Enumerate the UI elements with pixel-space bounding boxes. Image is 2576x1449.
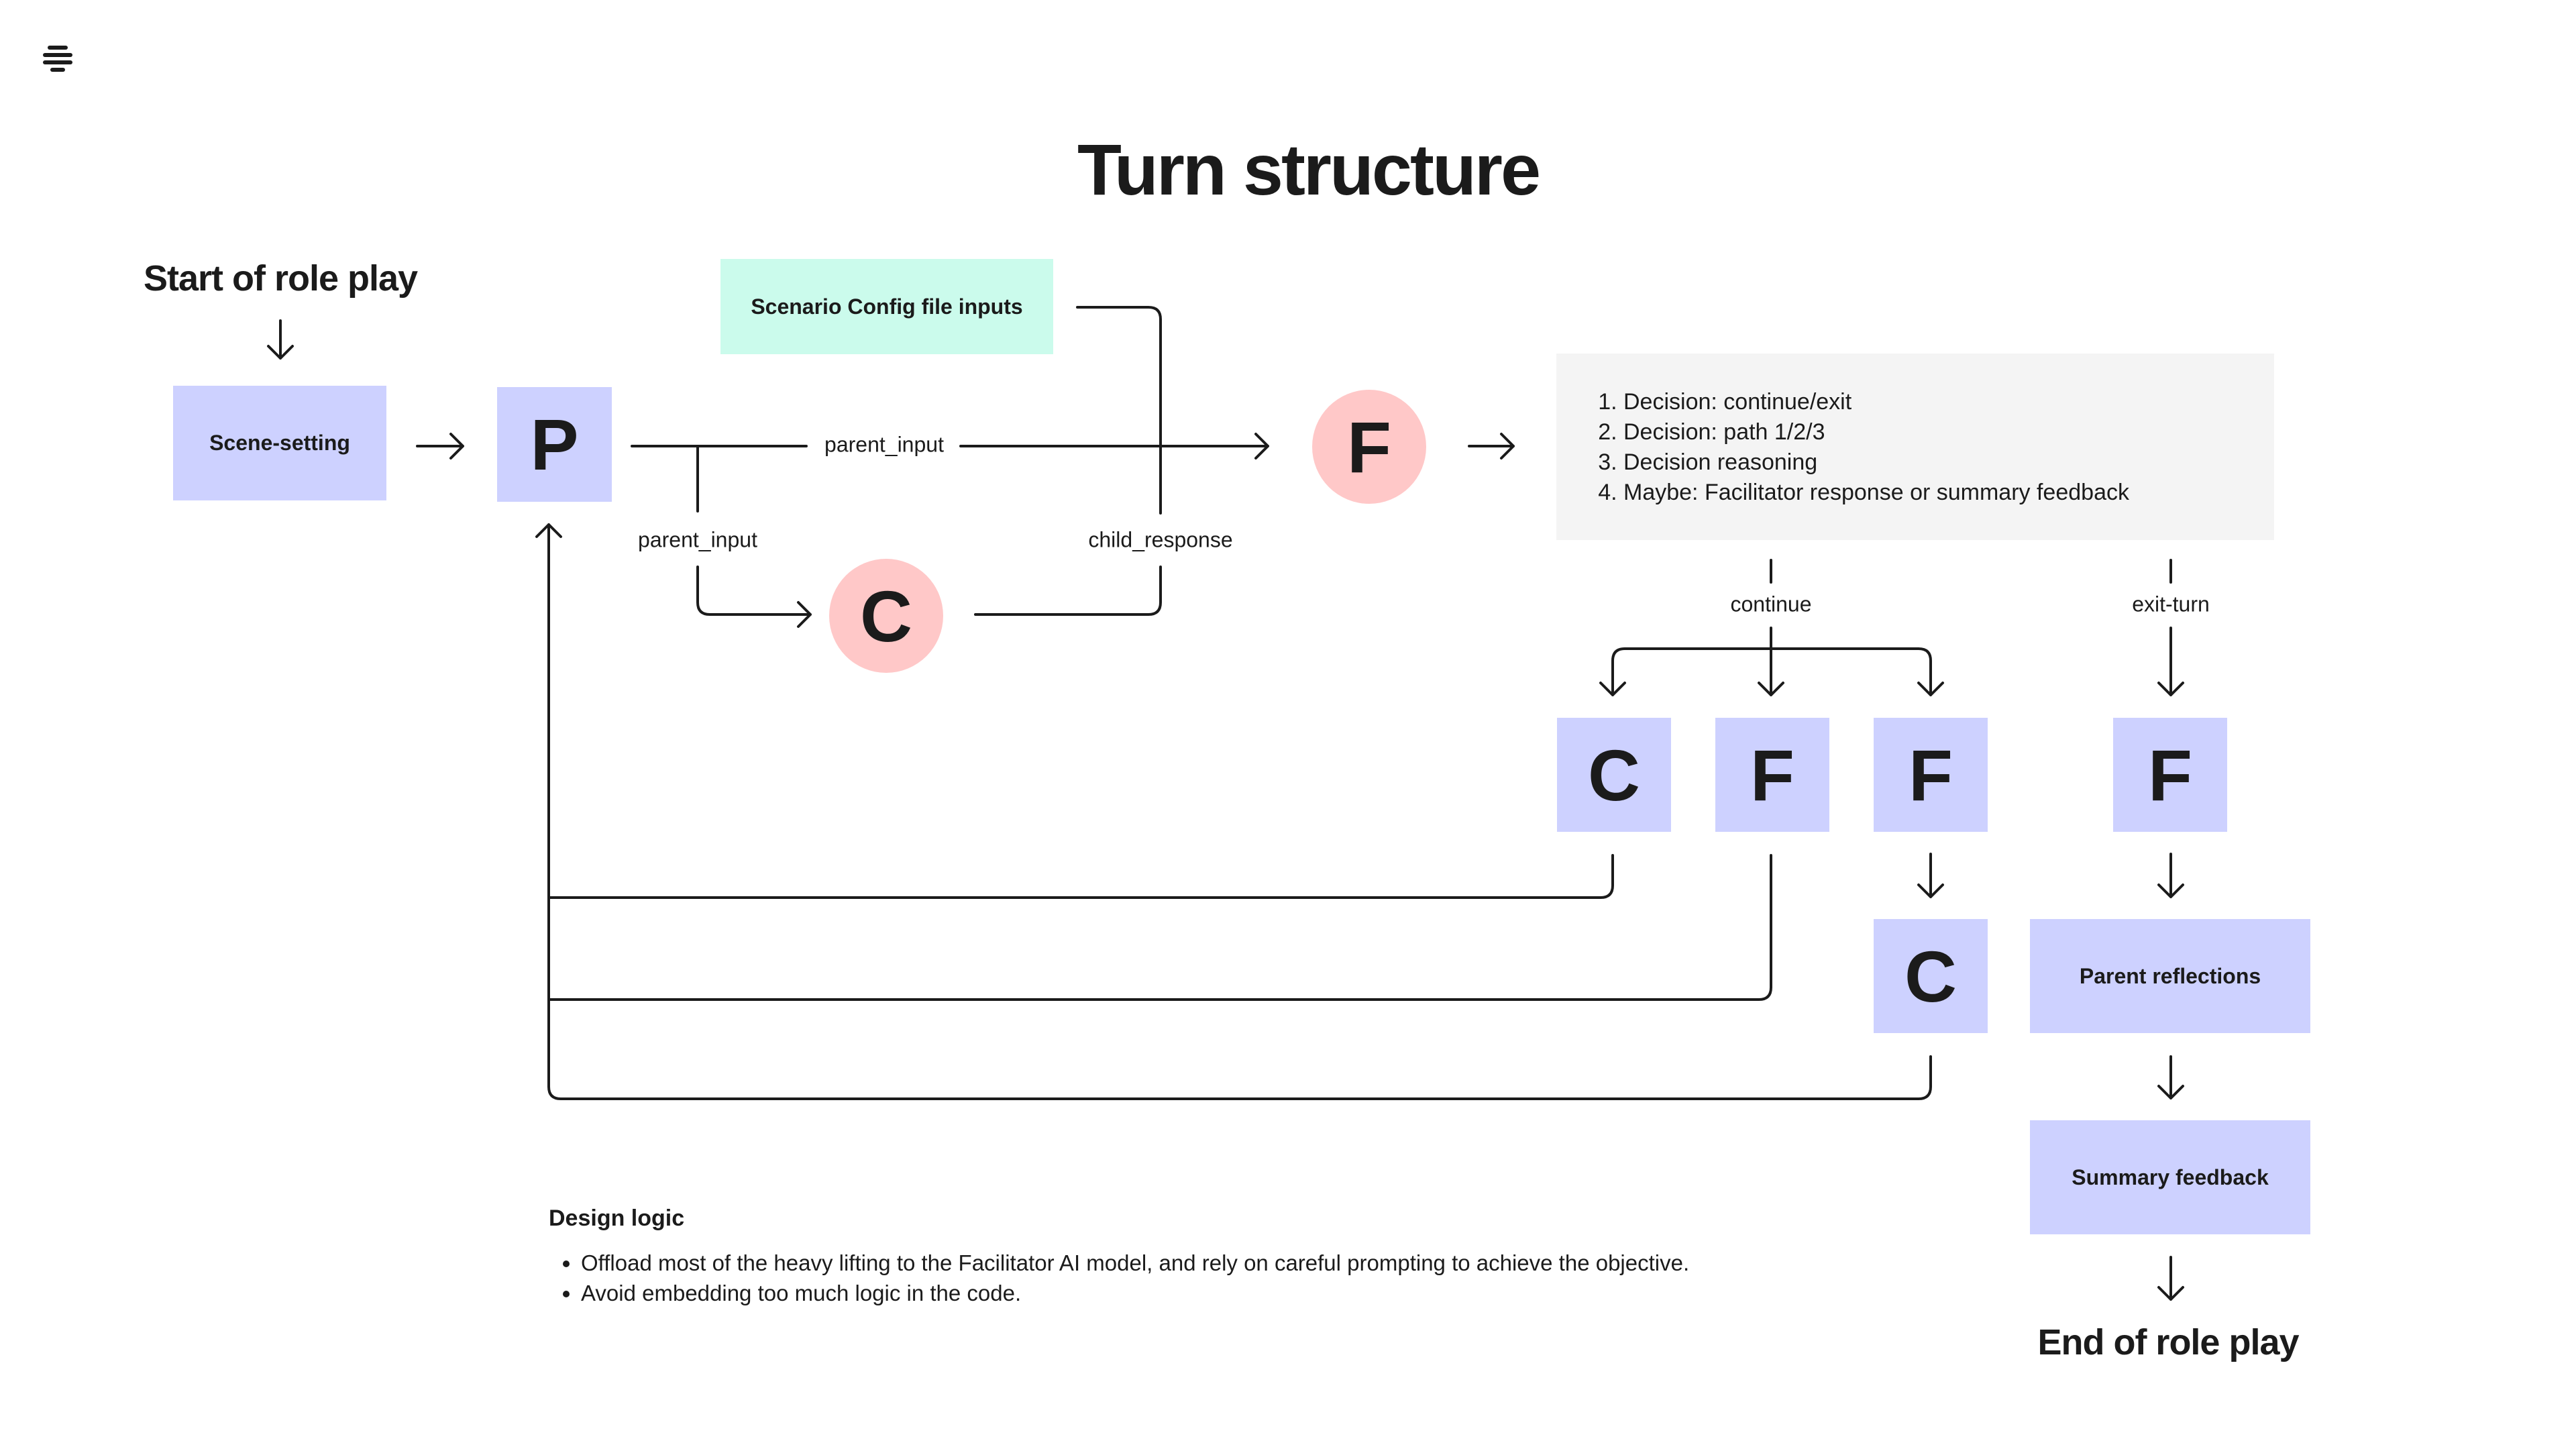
continue-facilitator-node-1: F — [1715, 718, 1829, 832]
f2-to-c-arrow — [1917, 853, 1944, 898]
page-title: Turn structure — [1077, 129, 1541, 210]
design-logic-title: Design logic — [549, 1205, 685, 1231]
edge-label-parent-input-to-c: parent_input — [634, 527, 761, 553]
design-logic-item: Avoid embedding too much logic in the co… — [581, 1278, 1957, 1308]
continue-child-node: C — [1557, 718, 1671, 832]
summary-to-end-arrow — [2157, 1256, 2184, 1301]
reflections-to-summary-arrow — [2157, 1055, 2184, 1099]
f-exit-to-reflections-arrow — [2157, 853, 2184, 898]
child-response-connector — [974, 566, 1162, 616]
config-to-f-connector — [1076, 306, 1162, 515]
continue-facilitator-node-2: F — [1874, 718, 1988, 832]
decision-item: Maybe: Facilitator response or summary f… — [1623, 478, 2274, 508]
return-to-p-loops — [535, 523, 1932, 1100]
child-node: C — [829, 559, 943, 673]
parent-reflections-node: Parent reflections — [2030, 919, 2310, 1033]
start-to-scene-arrow — [267, 319, 294, 360]
child-after-facilitator-node: C — [1874, 919, 1988, 1033]
exit-turn-arrow — [2157, 627, 2184, 696]
design-logic-list: Offload most of the heavy lifting to the… — [549, 1248, 1957, 1308]
edge-label-parent-input-to-f: parent_input — [820, 432, 948, 458]
branch-to-c-arrow — [696, 445, 812, 628]
edge-label-exit-turn: exit-turn — [2128, 592, 2214, 617]
design-logic-item: Offload most of the heavy lifting to the… — [581, 1248, 1957, 1278]
end-label: End of role play — [2037, 1322, 2299, 1362]
p-to-f-parent-input-arrow — [631, 433, 1269, 460]
decision-item: Decision reasoning — [1623, 447, 2274, 478]
parent-node: P — [497, 387, 612, 502]
decision-panel: Decision: continue/exit Decision: path 1… — [1556, 354, 2274, 540]
design-logic-section: Design logic Offload most of the heavy l… — [549, 1205, 1957, 1308]
edge-label-child-response: child_response — [1084, 527, 1237, 553]
f-to-decisions-arrow — [1468, 433, 1515, 460]
decision-item: Decision: continue/exit — [1623, 387, 2274, 417]
facilitator-node: F — [1312, 390, 1426, 504]
scene-to-p-arrow — [416, 433, 464, 460]
decision-list: Decision: continue/exit Decision: path 1… — [1583, 387, 2274, 508]
config-inputs-node: Scenario Config file inputs — [720, 259, 1053, 354]
summary-feedback-node: Summary feedback — [2030, 1120, 2310, 1234]
exit-facilitator-node: F — [2113, 718, 2227, 832]
stacked-lines-logo-icon[interactable] — [40, 42, 75, 76]
continue-fanout-arrows — [1599, 627, 1944, 696]
scene-setting-node: Scene-setting — [173, 386, 386, 500]
edge-label-continue: continue — [1726, 592, 1816, 617]
start-label: Start of role play — [143, 258, 418, 299]
decision-item: Decision: path 1/2/3 — [1623, 417, 2274, 447]
